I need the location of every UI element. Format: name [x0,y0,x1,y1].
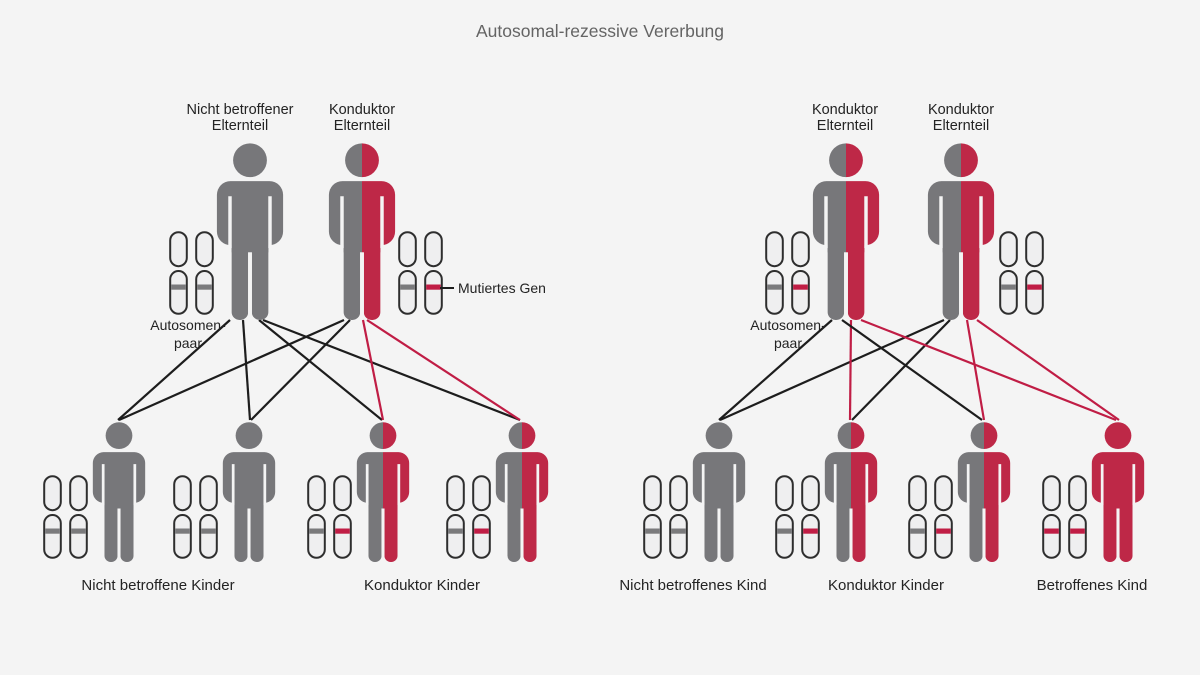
autosome-pair-label: Autosomen- [150,317,226,333]
inheritance-line-black [719,318,945,422]
chromosome-pair [398,231,443,315]
chromosome-pair [999,231,1044,315]
chromosome-pair [173,475,218,559]
inheritance-line-black [117,319,231,421]
child-group-label: Konduktor Kinder [364,577,480,594]
person-affected [1090,422,1147,562]
child-group-label: Nicht betroffene Kinder [81,577,234,594]
mutated-gene-label: Mutiertes Gen [458,280,546,296]
person-carrier [823,422,880,562]
figures-layer [43,143,1147,562]
person-carrier [326,143,398,320]
inheritance-line-red [976,319,1120,421]
inheritance-line-black [258,319,383,421]
inheritance-line-red [361,319,385,421]
person-carrier [355,422,412,562]
chromosome-pair [765,231,810,315]
chromosome-pair [43,475,88,559]
child-group-label: Konduktor Kinder [828,577,944,594]
parent-label: Elternteil [212,118,268,134]
person-unaffected [91,422,148,562]
parent-label: Konduktor [928,102,994,118]
chromosome-pair [307,475,352,559]
chromosome-pair [1042,475,1087,559]
chromosome-pair [908,475,953,559]
inheritance-line-red [965,319,986,421]
person-carrier [925,143,997,320]
page-title: Autosomal-rezessive Vererbung [476,21,724,41]
parent-label: Konduktor [329,102,395,118]
parent-label: Elternteil [334,118,390,134]
labels-layer: Autosomal-rezessive Vererbung Nicht betr… [81,21,1147,594]
autosome-pair-label: paar [174,335,202,351]
person-carrier [956,422,1013,562]
inheritance-line-black [118,318,345,422]
chromosome-pair [446,475,491,559]
inheritance-line-black [241,319,252,421]
inheritance-line-red [366,319,521,421]
person-unaffected [691,422,748,562]
person-unaffected [221,422,278,562]
chromosome-pair [169,231,214,315]
inheritance-line-black [718,319,833,421]
inheritance-line-black [841,319,983,421]
chromosome-pair [643,475,688,559]
chromosome-pair [775,475,820,559]
inheritance-line-red [860,318,1117,422]
child-group-label: Betroffenes Kind [1037,577,1148,594]
inheritance-line-black [250,319,351,421]
inheritance-lines-layer [117,318,1120,422]
parent-label: Elternteil [817,118,873,134]
parent-label: Konduktor [812,102,878,118]
person-carrier [810,143,882,320]
autosome-pair-label: paar [774,335,802,351]
parent-label: Elternteil [933,118,989,134]
person-unaffected [214,143,286,320]
child-group-label: Nicht betroffenes Kind [619,577,766,594]
parent-label: Nicht betroffener [187,102,294,118]
inheritance-line-black [851,319,951,421]
person-carrier [494,422,551,562]
autosome-pair-label: Autosomen- [750,317,826,333]
inheritance-line-red [848,319,853,421]
